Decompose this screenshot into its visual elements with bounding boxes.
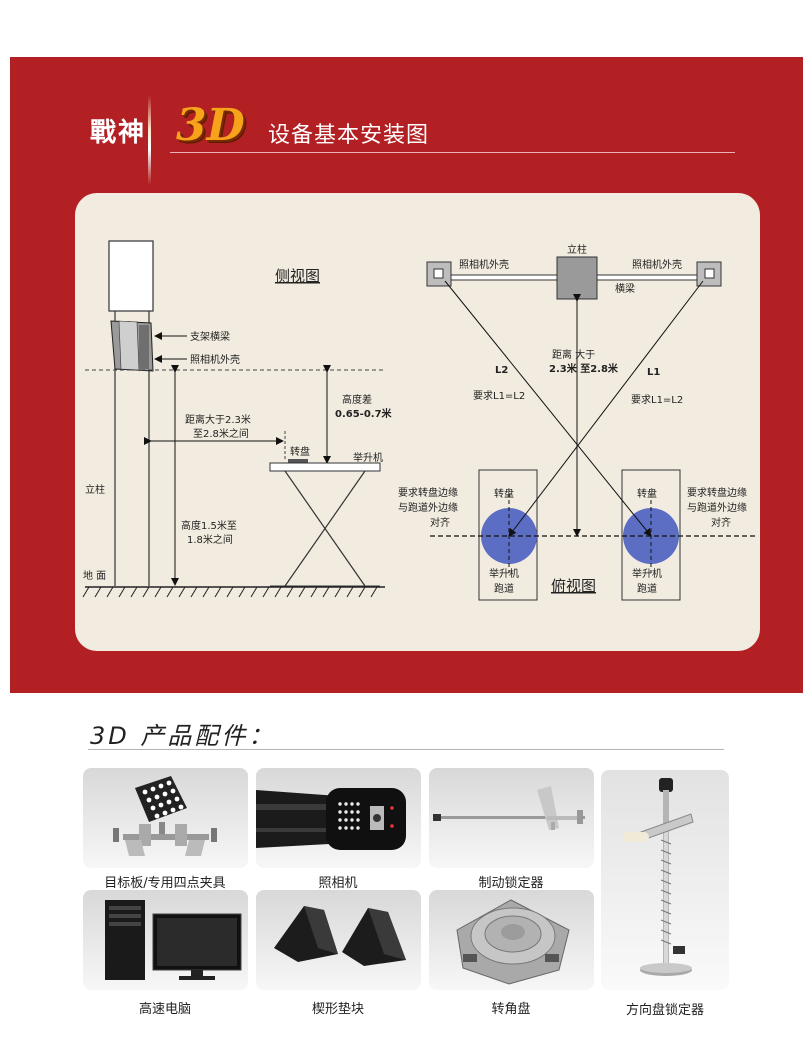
target-board-image [113,776,217,856]
header-rule [170,152,735,153]
top-label-camera-left: 照相机外壳 [459,258,509,271]
label-lift: 举升机 [353,451,383,464]
top-view-title: 俯视图 [551,577,596,595]
product-card-steering-lock [601,770,729,990]
wedge-image [274,906,406,966]
align-left-2: 与跑道外边缘 [398,501,458,514]
product-caption-camera: 照相机 [318,876,358,891]
runway-right [621,469,681,601]
side-pillar-top [108,240,154,312]
label-crossbeam: 支架横梁 [190,330,230,343]
top-label-camera-right: 照相机外壳 [632,258,682,271]
label-height: 高度1.5米至 [181,519,237,532]
top-label-pillar: 立柱 [567,243,587,256]
label-pillar: 立柱 [85,483,105,496]
align-right-1: 要求转盘边缘 [687,486,747,499]
top-label-turntable-left: 转盘 [494,487,514,500]
brand-logo: 戰神 [90,118,147,148]
camera-image [256,788,406,850]
top-label-track-left: 跑道 [494,582,514,595]
product-caption-computer: 高速电脑 [138,1002,191,1017]
label-ground: 地 面 [83,569,106,582]
steering-lock-image [623,778,694,976]
top-label-l2: L2 [495,365,508,376]
accessories-title: 3D 产品配件： [90,722,276,750]
side-camera-housing [110,320,154,372]
product-caption-steering-lock: 方向盘锁定器 [625,1003,704,1018]
top-label-lift-right: 举升机 [632,567,662,580]
label-camera-housing: 照相机外壳 [190,353,240,366]
product-card-computer [83,890,248,990]
product-card-camera [256,768,421,868]
computer-image [105,900,242,980]
product-card-target-board [83,768,248,868]
product-caption-wedge: 楔形垫块 [311,1002,364,1017]
top-label-req-left: 要求L1=L2 [473,390,525,402]
top-pillar [556,256,598,300]
label-height-diff: 高度差 [342,393,372,406]
align-right-2: 与跑道外边缘 [687,501,747,514]
product-card-brake-lock [429,768,594,868]
page-title: 设备基本安装图 [268,123,430,148]
side-view: 支架横梁 照相机外壳 侧视图 距离大于2.3米 至2.8米之间 高度差 0.65… [82,240,393,598]
installation-diagram: 支架横梁 照相机外壳 侧视图 距离大于2.3米 至2.8米之间 高度差 0.65… [82,240,755,601]
align-left-3: 对齐 [430,516,450,529]
top-view: 立柱 照相机外壳 照相机外壳 横梁 距离 大于 2.3米 至2.8米 L2 L1… [398,243,755,601]
top-label-track-right: 跑道 [637,582,657,595]
side-lift [269,431,381,587]
label-height-2: 1.8米之间 [187,533,233,546]
label-distance: 距离大于2.3米 [185,413,251,426]
product-caption-brake-lock: 制动锁定器 [478,876,544,891]
product-card-turnplate [429,890,594,990]
top-label-distance-2: 2.3米 至2.8米 [549,362,619,375]
label-distance-2: 至2.8米之间 [193,427,249,440]
brake-lock-image [433,786,585,830]
top-label-distance: 距离 大于 [552,348,595,361]
align-right-3: 对齐 [711,516,731,529]
diagram-panel [75,193,760,651]
product-card-wedge [256,890,421,990]
top-label-l1: L1 [647,367,660,378]
label-height-diff-value: 0.65-0.7米 [335,407,393,420]
top-label-turntable-right: 转盘 [637,487,657,500]
top-label-lift-left: 举升机 [489,567,519,580]
brand-divider [148,95,151,185]
side-view-title: 侧视图 [275,267,320,285]
align-left-1: 要求转盘边缘 [398,486,458,499]
turnplate-image [456,899,570,985]
product-caption-target-board: 目标板/专用四点夹具 [104,876,226,891]
label-turntable: 转盘 [290,445,310,458]
product-caption-turnplate: 转角盘 [491,1002,531,1017]
accessories-rule [88,749,724,750]
top-label-crossbeam: 横梁 [615,282,635,295]
top-label-req-right: 要求L1=L2 [631,394,683,406]
brand-3d-logo: 3D [176,100,245,151]
runway-left [478,469,538,601]
